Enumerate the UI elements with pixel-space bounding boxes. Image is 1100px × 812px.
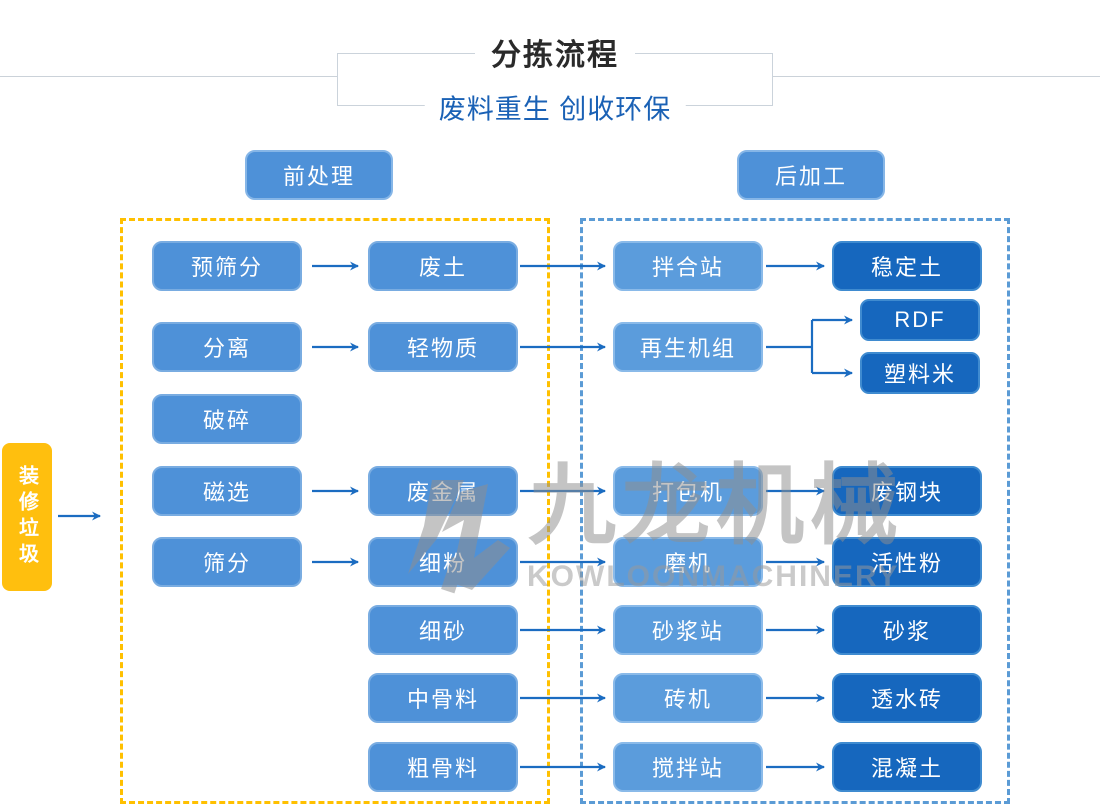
section-label-post-processing: 后加工 — [737, 150, 885, 200]
node-crushing: 破碎 — [152, 394, 302, 444]
node-light-material: 轻物质 — [368, 322, 518, 372]
node-mortar-station: 砂浆站 — [613, 605, 763, 655]
node-separation: 分离 — [152, 322, 302, 372]
node-active-powder: 活性粉 — [832, 537, 982, 587]
post-processing-zone-border — [580, 218, 1010, 804]
node-mid-aggregate: 中骨料 — [368, 673, 518, 723]
node-waste-metal: 废金属 — [368, 466, 518, 516]
node-screening: 筛分 — [152, 537, 302, 587]
node-brick-machine: 砖机 — [613, 673, 763, 723]
node-magnetic-select: 磁选 — [152, 466, 302, 516]
node-mortar: 砂浆 — [832, 605, 982, 655]
page-subtitle: 废料重生 创收环保 — [424, 87, 686, 127]
page-title: 分拣流程 — [475, 29, 635, 74]
node-mill: 磨机 — [613, 537, 763, 587]
node-concrete: 混凝土 — [832, 742, 982, 792]
node-mixing-station: 拌合站 — [613, 241, 763, 291]
pre-processing-zone-border — [120, 218, 550, 804]
node-permeable-brick: 透水砖 — [832, 673, 982, 723]
node-plastic-pellets: 塑料米 — [860, 352, 980, 394]
node-coarse-aggregate: 粗骨料 — [368, 742, 518, 792]
node-pre-screen: 预筛分 — [152, 241, 302, 291]
node-regen-unit: 再生机组 — [613, 322, 763, 372]
node-baler: 打包机 — [613, 466, 763, 516]
title-frame: 分拣流程 废料重生 创收环保 — [337, 29, 773, 127]
section-label-pre-processing: 前处理 — [245, 150, 393, 200]
node-waste-steel-block: 废钢块 — [832, 466, 982, 516]
node-fine-sand: 细砂 — [368, 605, 518, 655]
node-stabilized-soil: 稳定土 — [832, 241, 982, 291]
node-fine-powder: 细粉 — [368, 537, 518, 587]
node-stirring-station: 搅拌站 — [613, 742, 763, 792]
source-box-renovation-waste: 装修垃圾 — [2, 443, 52, 591]
node-waste-soil: 废土 — [368, 241, 518, 291]
node-rdf: RDF — [860, 299, 980, 341]
